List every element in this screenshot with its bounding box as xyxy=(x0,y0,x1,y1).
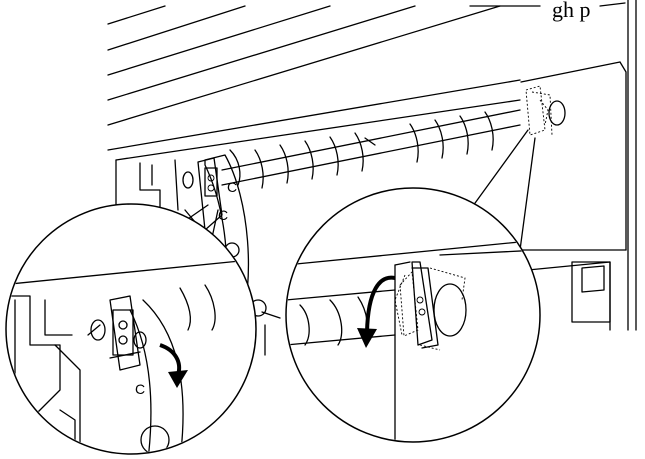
paper-feed-roller xyxy=(221,109,521,189)
printer-right-frame xyxy=(520,0,637,331)
panel-label-c: C xyxy=(227,179,237,195)
printer-cover-lines xyxy=(107,2,626,151)
rotate-down-arrow-right xyxy=(365,275,396,333)
detail-left-label-c: C xyxy=(135,381,145,397)
panel-label-c-lower: C xyxy=(218,207,228,223)
detail-circle-left: C xyxy=(5,203,257,455)
detail-circle-right xyxy=(285,187,541,443)
right-latch-main-view xyxy=(525,85,566,136)
clipped-caption-text: gh p xyxy=(552,0,591,22)
